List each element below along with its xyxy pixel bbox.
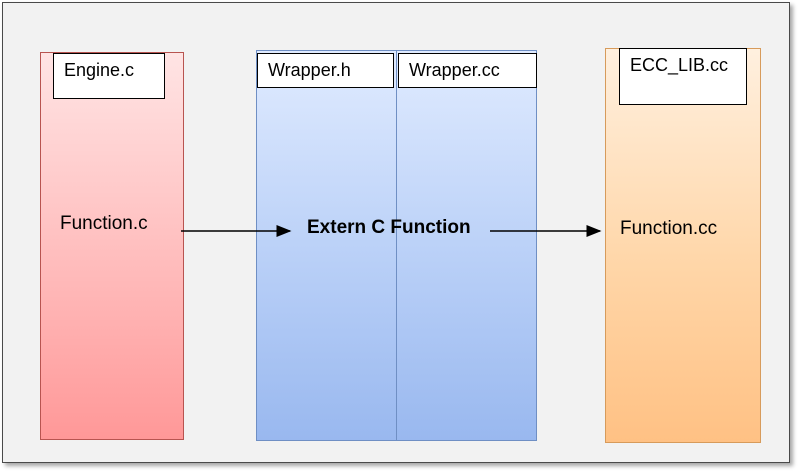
ecc-lib-title: ECC_LIB.cc bbox=[619, 48, 747, 105]
engine-column bbox=[40, 52, 184, 440]
wrapper-divider bbox=[396, 50, 397, 441]
engine-function-label: Function.c bbox=[60, 213, 148, 234]
wrapper-function-label: Extern C Function bbox=[307, 217, 471, 238]
ecc-lib-column bbox=[605, 48, 761, 443]
wrapper-header-title: Wrapper.h bbox=[257, 53, 394, 88]
engine-title: Engine.c bbox=[53, 53, 165, 99]
ecc-lib-function-label: Function.cc bbox=[620, 218, 718, 239]
wrapper-source-title: Wrapper.cc bbox=[398, 53, 537, 88]
